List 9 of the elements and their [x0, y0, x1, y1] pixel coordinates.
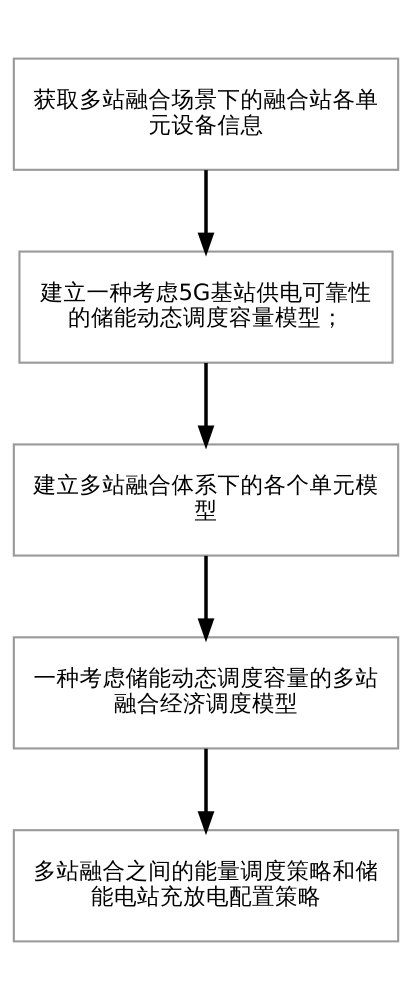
arrow — [198, 556, 214, 642]
node-box: 一种考虑储能动态调度容量的多站融合经济调度模型 — [12, 636, 400, 750]
arrow — [198, 748, 214, 836]
arrow — [198, 170, 214, 257]
node-box: 多站融合之间的能量调度策略和储能电站充放电配置策略 — [12, 829, 400, 942]
node-box: 获取多站融合场景下的融合站各单元设备信息 — [12, 58, 400, 171]
node-box: 建立一种考虑5G基站供电可靠性的储能动态调度容量模型； — [18, 250, 394, 364]
node-box: 建立多站融合体系下的各个单元模型 — [12, 443, 400, 557]
arrow — [198, 363, 214, 450]
